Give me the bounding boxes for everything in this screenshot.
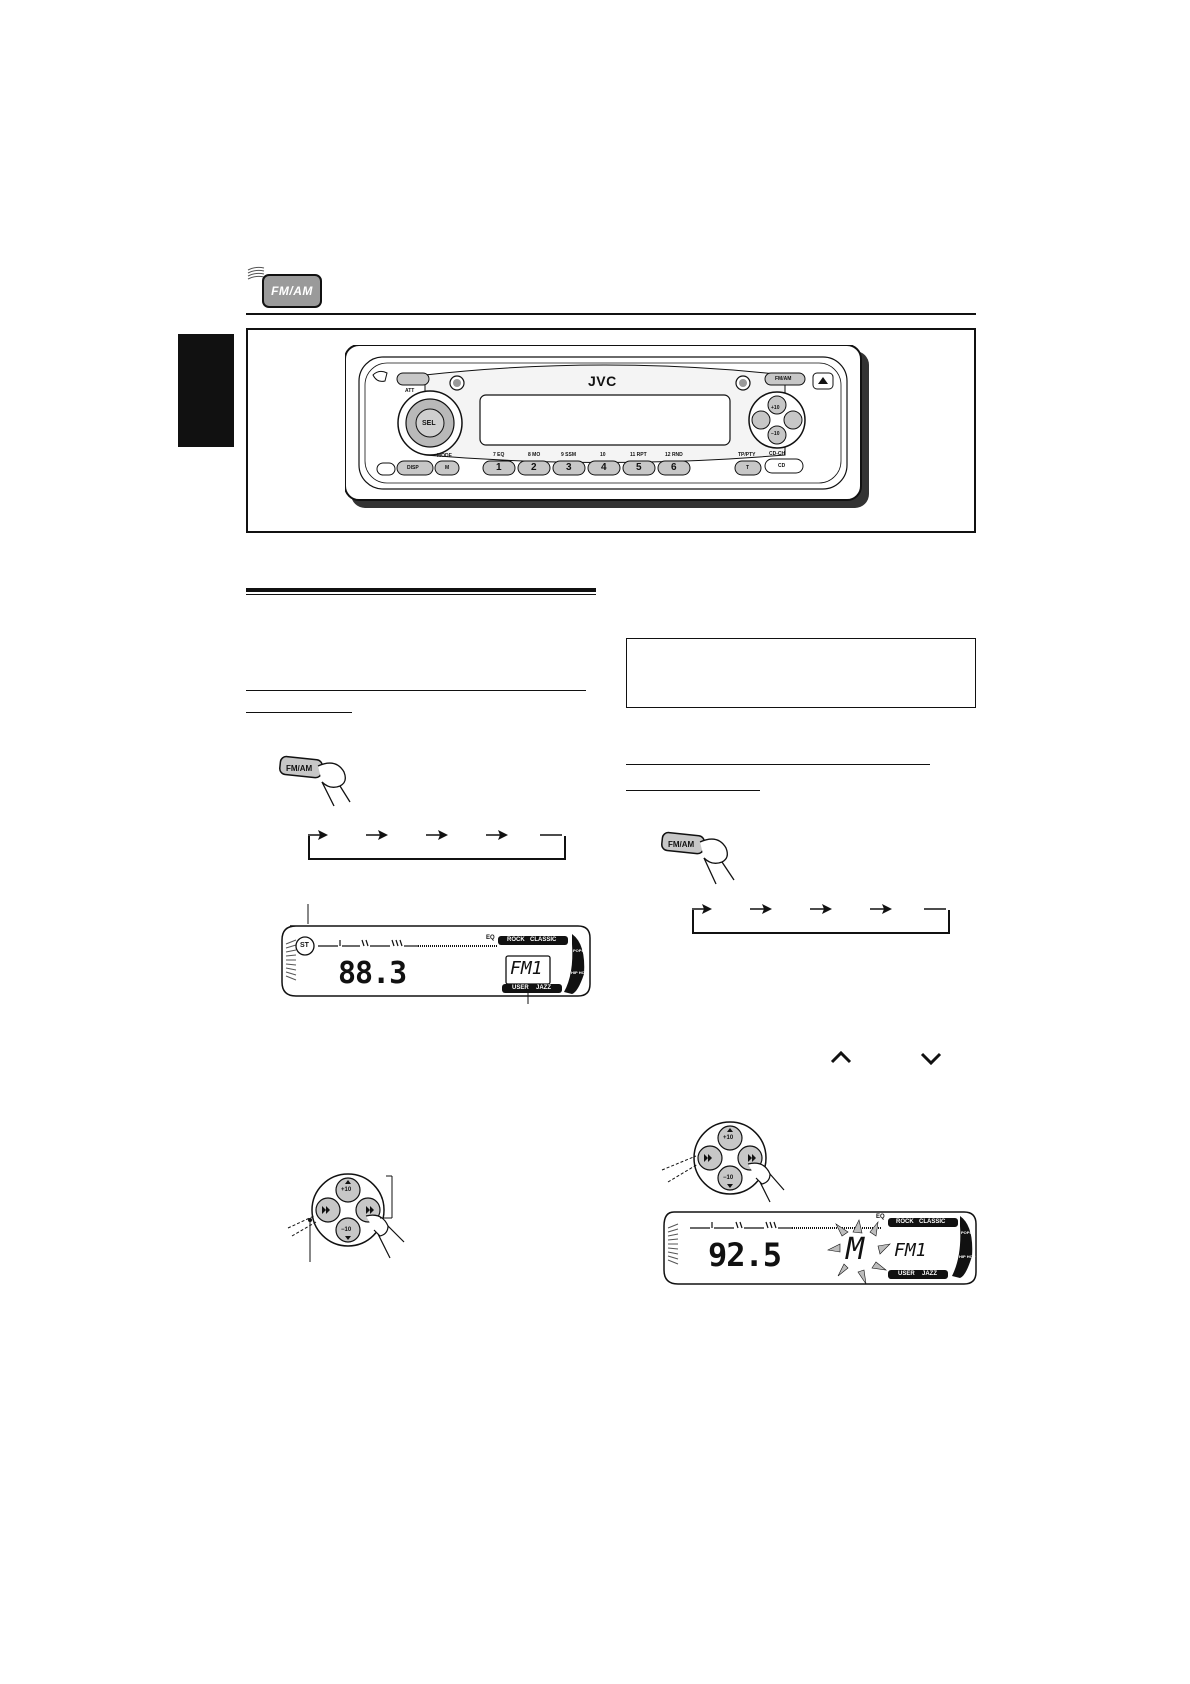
eq-user: USER bbox=[512, 985, 529, 991]
eq-pops-right: POPS bbox=[961, 1230, 973, 1235]
seek-control-right: +10 −10 bbox=[660, 1120, 800, 1204]
st-indicator: ST bbox=[300, 942, 309, 949]
preset-tag-7: 7 EQ bbox=[493, 452, 505, 458]
seek-control-left: +10 −10 bbox=[278, 1172, 428, 1262]
memory-indicator: M bbox=[846, 1232, 865, 1267]
brand-logo: JVC bbox=[588, 373, 617, 389]
subheading-underline-4 bbox=[626, 790, 760, 791]
band-sequence-right bbox=[692, 910, 950, 934]
plus10-button[interactable]: +10 bbox=[341, 1187, 352, 1193]
language-tab bbox=[178, 334, 234, 447]
preset-3[interactable]: 3 bbox=[566, 462, 572, 473]
preset-tag-8: 8 MO bbox=[528, 452, 541, 458]
fm-am-section-badge: FM/AM bbox=[262, 274, 322, 308]
lcd-display-right: 92.5 M FM1 EQ ROCK CLASSIC USER JAZZ POP… bbox=[660, 1206, 980, 1292]
fm-am-press-left: FM/AM bbox=[278, 752, 358, 807]
band-sequence-arrows-right bbox=[692, 902, 948, 916]
eq-label: EQ bbox=[486, 935, 495, 941]
header-rule bbox=[246, 313, 976, 315]
preset-tag-11: 11 RPT bbox=[630, 452, 647, 458]
eq-label-right: EQ bbox=[876, 1214, 885, 1220]
head-unit: JVC ATT FM/AM SEL MODE M DISP TP/PTY T C… bbox=[344, 344, 870, 510]
tp-pty-label: TP/PTY bbox=[738, 452, 756, 458]
eq-hip-hop-right: HIP HOP bbox=[959, 1254, 976, 1259]
mode-label: MODE bbox=[437, 453, 452, 459]
band-sequence-arrows-left bbox=[308, 828, 564, 842]
eq-hip-hop: HIP HOP bbox=[571, 970, 588, 975]
section-title-rule-thin bbox=[246, 594, 596, 595]
sel-label[interactable]: SEL bbox=[422, 420, 436, 427]
plus10-label[interactable]: +10 bbox=[771, 405, 780, 411]
subheading-underline-1 bbox=[246, 690, 586, 691]
note-box bbox=[626, 638, 976, 708]
cd-ch-label: CD-CH bbox=[769, 451, 786, 457]
band-sequence-left bbox=[308, 836, 566, 860]
preset-6[interactable]: 6 bbox=[671, 462, 677, 473]
minus10-label[interactable]: −10 bbox=[771, 431, 780, 437]
minus10-button[interactable]: −10 bbox=[341, 1227, 352, 1233]
frequency-readout: 88.3 bbox=[338, 956, 407, 991]
preset-tag-9: 9 SSM bbox=[561, 452, 577, 458]
subheading-underline-2 bbox=[246, 712, 352, 713]
band-readout-right: FM1 bbox=[894, 1240, 927, 1261]
disp-button-label[interactable]: DISP bbox=[407, 465, 419, 471]
section-title-rule bbox=[246, 588, 596, 592]
eq-user-right: USER bbox=[898, 1271, 915, 1277]
preset-5[interactable]: 5 bbox=[636, 462, 642, 473]
eq-rock: ROCK bbox=[507, 937, 525, 943]
plus10-button-right[interactable]: +10 bbox=[723, 1135, 734, 1141]
t-button-label[interactable]: T bbox=[746, 465, 750, 471]
frequency-readout-right: 92.5 bbox=[708, 1236, 782, 1274]
eq-jazz: JAZZ bbox=[536, 985, 551, 991]
head-unit-figure bbox=[246, 328, 976, 533]
fm-am-button[interactable]: FM/AM bbox=[286, 764, 313, 773]
eq-classic-right: CLASSIC bbox=[919, 1219, 946, 1225]
minus10-button-right[interactable]: −10 bbox=[723, 1175, 734, 1181]
m-button-label[interactable]: M bbox=[445, 465, 450, 471]
chevron-up-icon bbox=[830, 1050, 852, 1069]
preset-2[interactable]: 2 bbox=[531, 462, 537, 473]
fm-am-press-right: FM/AM bbox=[660, 828, 740, 886]
eq-classic: CLASSIC bbox=[530, 937, 557, 943]
preset-tag-12: 12 RND bbox=[665, 452, 683, 458]
att-label: ATT bbox=[405, 388, 415, 394]
subheading-underline-3 bbox=[626, 764, 930, 765]
preset-tag-10: 10 bbox=[600, 452, 606, 458]
fm-am-button-right[interactable]: FM/AM bbox=[668, 840, 695, 849]
preset-4[interactable]: 4 bbox=[601, 462, 607, 473]
cd-button-label[interactable]: CD bbox=[778, 463, 786, 469]
lcd-display-left: ST 88.3 FM1 EQ ROCK CLASSIC USER JAZZ PO… bbox=[278, 904, 594, 1004]
eq-jazz-right: JAZZ bbox=[922, 1271, 937, 1277]
fm-am-button-label[interactable]: FM/AM bbox=[775, 376, 792, 382]
preset-1[interactable]: 1 bbox=[496, 462, 502, 473]
eq-rock-right: ROCK bbox=[896, 1219, 914, 1225]
band-readout: FM1 bbox=[510, 958, 543, 979]
chevron-down-icon bbox=[920, 1052, 942, 1071]
eq-pops: POPS bbox=[573, 948, 585, 953]
